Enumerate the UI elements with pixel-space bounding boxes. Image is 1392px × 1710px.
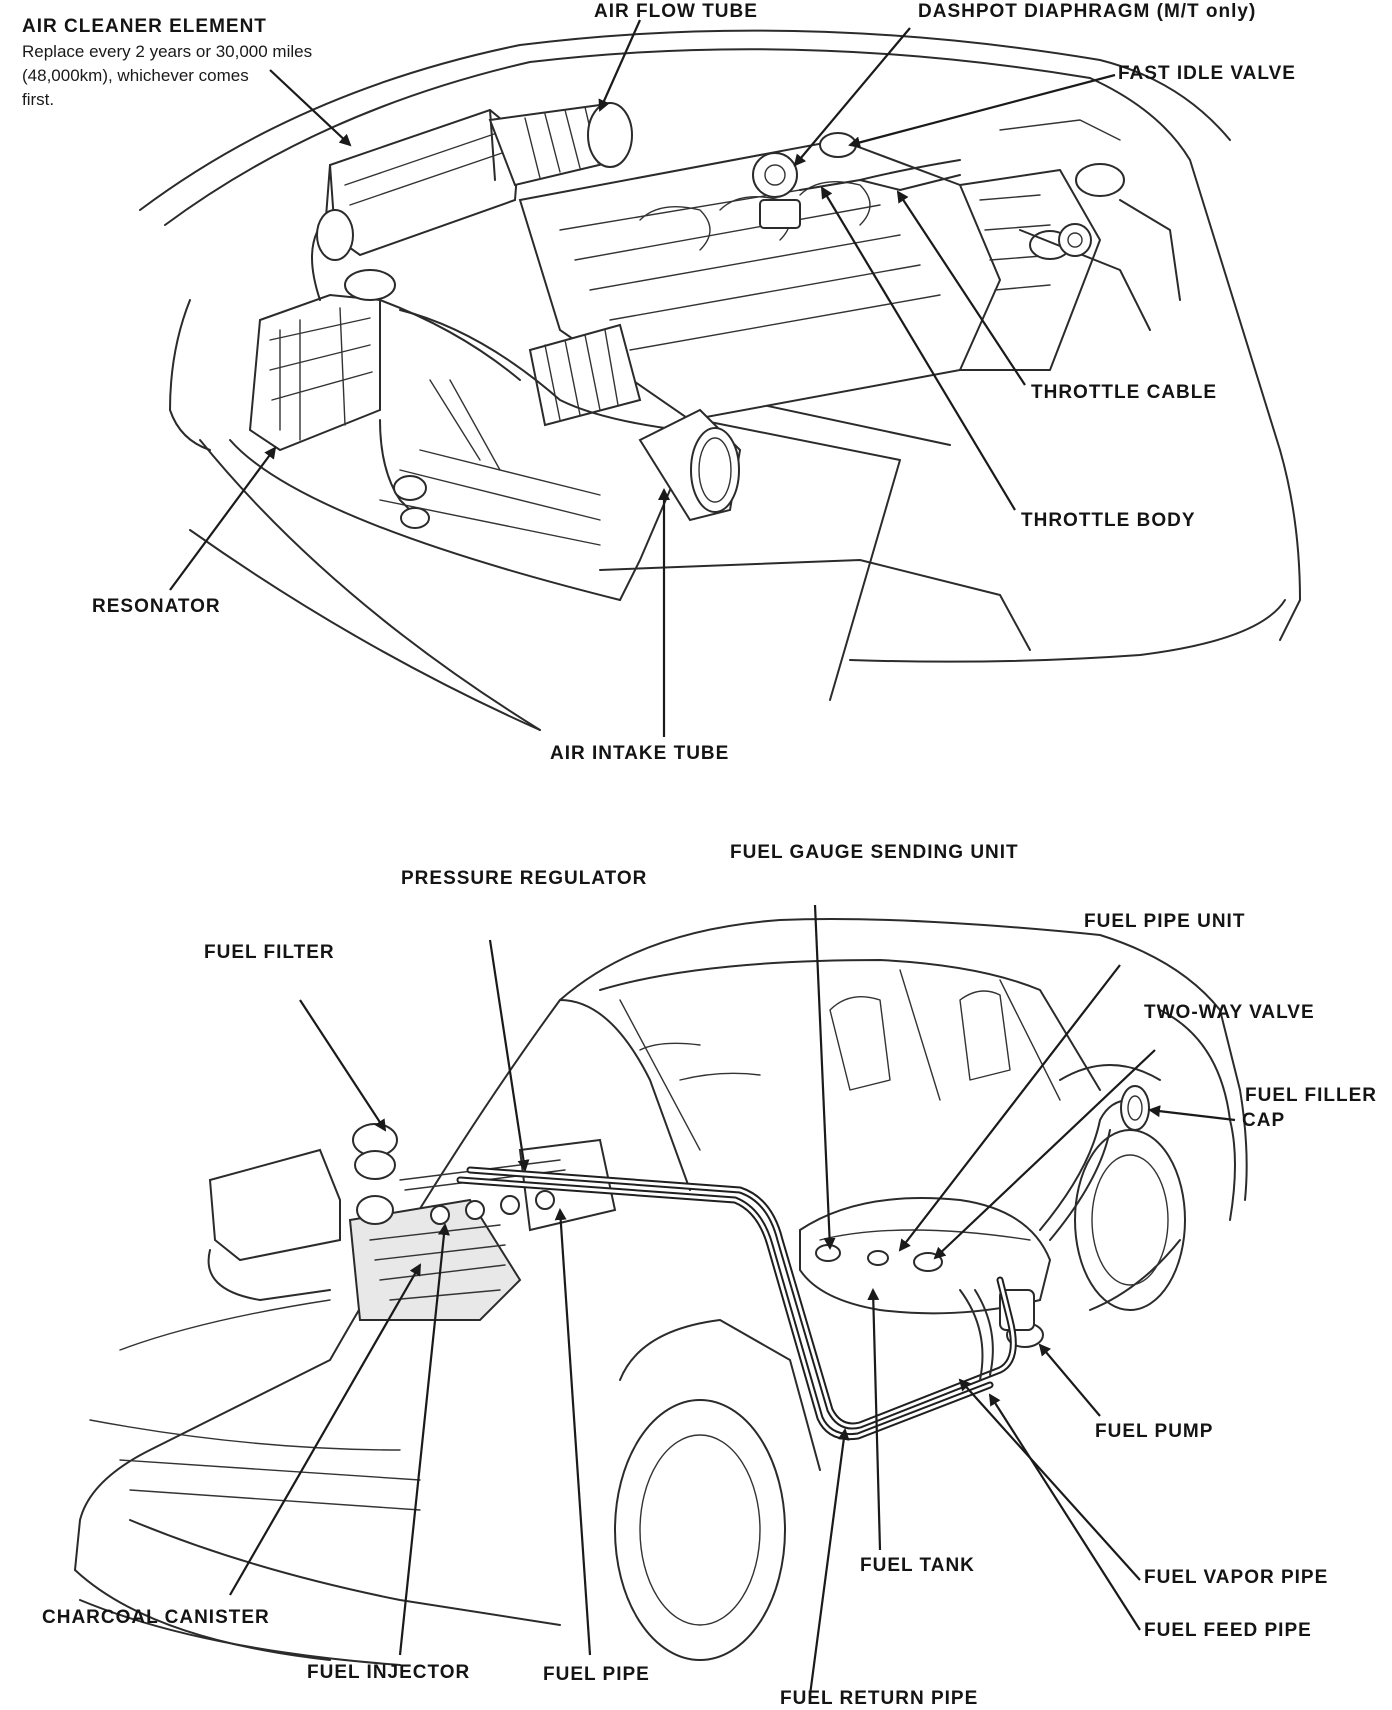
leader-fuel-pump: [1038, 1343, 1101, 1417]
leader-throttle-cable: [896, 190, 1026, 386]
leader-fuel-vapor-pipe: [958, 1378, 1141, 1581]
leader-air-cleaner-element: [269, 69, 352, 147]
leader-air-flow-tube: [598, 19, 642, 112]
leader-fuel-tank: [867, 1288, 882, 1551]
label-fuel-vapor-pipe: FUEL VAPOR PIPE: [1144, 1567, 1329, 1588]
car-fuel-system-illustration: [74, 918, 1248, 1666]
leader-fuel-filter: [299, 999, 387, 1132]
air-cleaner-note-line-3: first.: [22, 90, 55, 109]
label-resonator: RESONATOR: [92, 596, 221, 617]
label-fuel-pipe: FUEL PIPE: [543, 1664, 650, 1685]
label-fuel-return-pipe: FUEL RETURN PIPE: [780, 1688, 979, 1709]
label-fuel-injector: FUEL INJECTOR: [307, 1662, 471, 1683]
label-fuel-pump: FUEL PUMP: [1095, 1421, 1214, 1442]
leader-charcoal-canister: [229, 1263, 421, 1596]
label-fuel-feed-pipe: FUEL FEED PIPE: [1144, 1620, 1312, 1641]
label-fuel-tank: FUEL TANK: [860, 1555, 975, 1576]
leader-resonator: [169, 446, 277, 591]
leader-fuel-gauge-sending-unit: [813, 904, 836, 1250]
label-fuel-filler-cap-line2: CAP: [1242, 1110, 1286, 1131]
air-cleaner-note: Replace every 2 years or 30,000 miles (4…: [22, 40, 312, 112]
label-air-cleaner-element: AIR CLEANER ELEMENT: [22, 16, 267, 37]
leader-fuel-filler-cap: [1148, 1105, 1236, 1122]
label-air-intake-tube: AIR INTAKE TUBE: [550, 743, 730, 764]
leader-dashpot-diaphragm: [793, 27, 911, 167]
label-two-way-valve: TWO-WAY VALVE: [1144, 1002, 1315, 1023]
label-fast-idle-valve: FAST IDLE VALVE: [1118, 63, 1296, 84]
air-cleaner-note-line-1: Replace every 2 years or 30,000 miles: [22, 42, 313, 61]
leader-fuel-pipe: [554, 1208, 592, 1656]
leader-fuel-return-pipe: [808, 1428, 850, 1696]
leader-two-way-valve: [933, 1049, 1156, 1260]
label-fuel-pipe-unit: FUEL PIPE UNIT: [1084, 911, 1246, 932]
label-fuel-filter: FUEL FILTER: [204, 942, 335, 963]
leader-fuel-feed-pipe: [988, 1393, 1141, 1631]
leader-fast-idle-valve: [848, 73, 1116, 149]
label-throttle-body: THROTTLE BODY: [1021, 510, 1196, 531]
leader-throttle-body: [820, 186, 1016, 511]
engine-compartment-illustration: [139, 29, 1301, 731]
label-charcoal-canister: CHARCOAL CANISTER: [42, 1607, 270, 1628]
label-fuel-gauge-sending-unit: FUEL GAUGE SENDING UNIT: [730, 842, 1019, 863]
label-dashpot-diaphragm: DASHPOT DIAPHRAGM (M/T only): [918, 1, 1257, 22]
label-throttle-cable: THROTTLE CABLE: [1031, 382, 1218, 403]
label-fuel-filler-cap-line1: FUEL FILLER: [1245, 1085, 1378, 1106]
leader-pressure-regulator: [488, 939, 530, 1172]
leader-fuel-injector: [398, 1223, 450, 1656]
label-pressure-regulator: PRESSURE REGULATOR: [401, 868, 648, 889]
leader-fuel-pipe-unit: [898, 964, 1121, 1252]
air-cleaner-note-line-2: (48,000km), whichever comes: [22, 66, 249, 85]
label-air-flow-tube: AIR FLOW TUBE: [594, 1, 758, 22]
